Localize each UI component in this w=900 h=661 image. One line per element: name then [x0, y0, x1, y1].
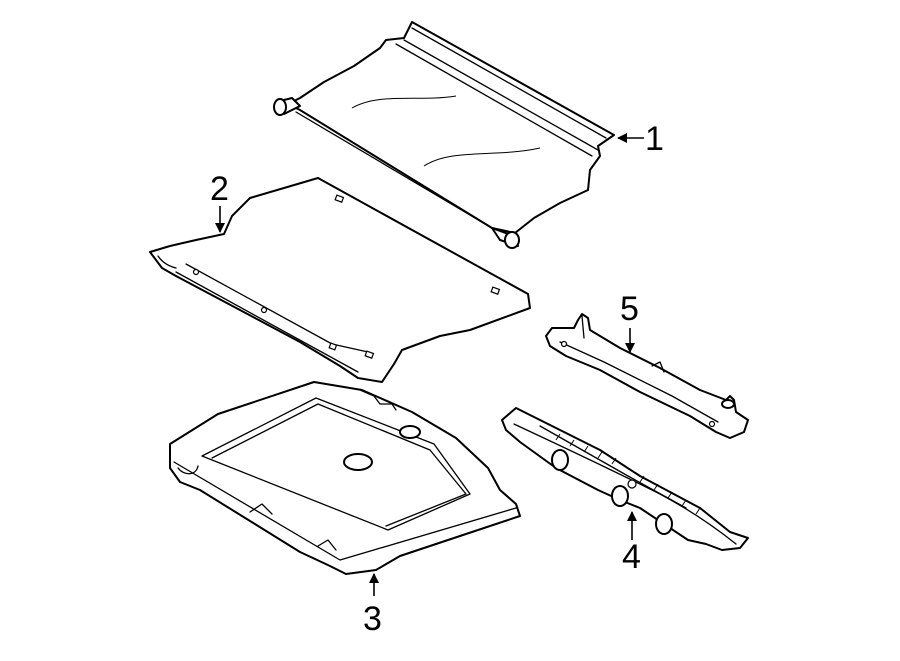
part-3-trunk-board[interactable]: [169, 381, 521, 575]
part-2-load-floor[interactable]: [149, 177, 531, 383]
callout-5: 5: [620, 290, 639, 328]
callout-4: 4: [622, 538, 641, 576]
part-5-bracket[interactable]: [545, 313, 749, 439]
roller-end-left: [273, 97, 301, 116]
part-1-cargo-cover[interactable]: [273, 21, 615, 249]
roller-end-right: [491, 227, 520, 249]
callout-2: 2: [210, 170, 229, 208]
callout-3: 3: [363, 600, 382, 638]
callout-1: 1: [645, 120, 664, 158]
part-4-side-rail[interactable]: [501, 407, 749, 551]
